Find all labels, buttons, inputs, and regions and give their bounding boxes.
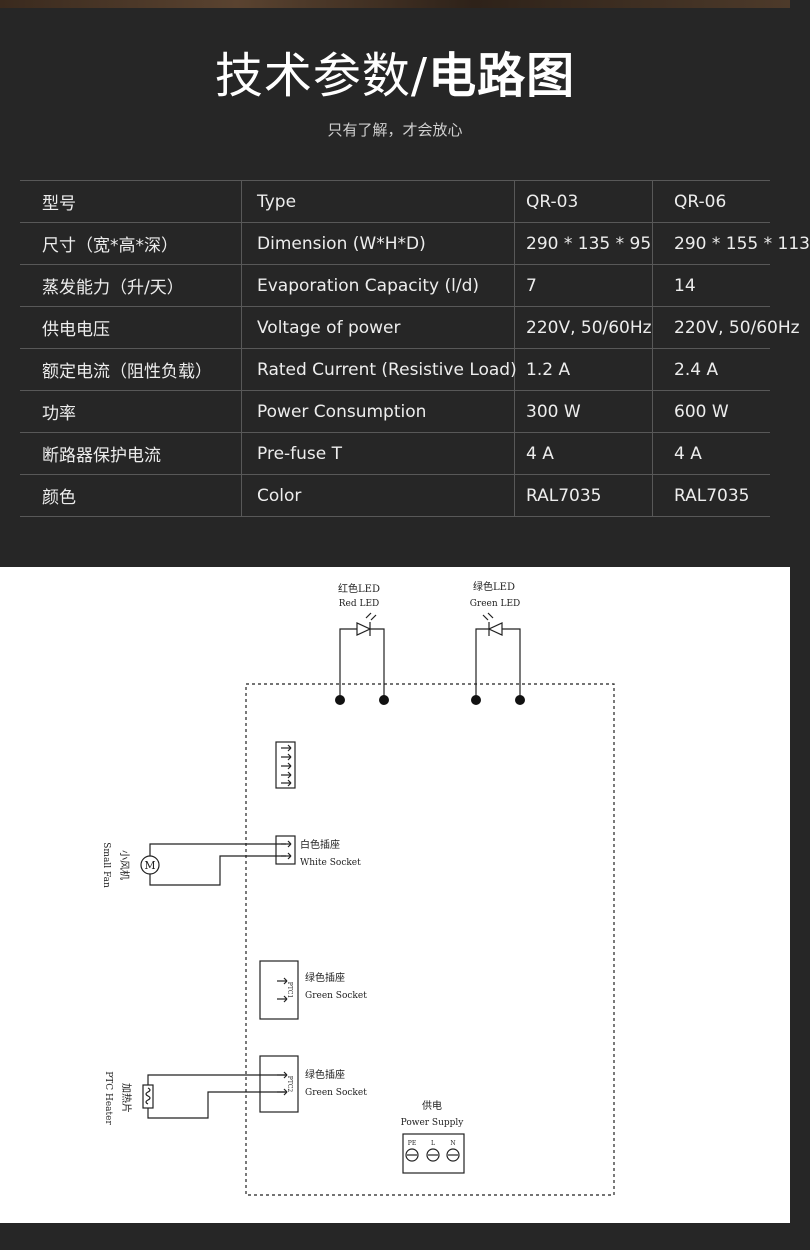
spec-value-qr03: QR-03 xyxy=(514,180,653,223)
power-terminal-block xyxy=(402,1133,465,1174)
white-socket-label-cn: 白色插座 xyxy=(300,838,340,851)
fan-wire-top xyxy=(149,843,286,856)
terminal-l-label: L xyxy=(431,1140,435,1147)
white-socket-label-en: White Socket xyxy=(300,858,361,868)
spec-label-en: Pre-fuse T xyxy=(241,432,515,475)
motor-symbol: M xyxy=(144,859,155,872)
green-led-label-en: Green LED xyxy=(470,599,521,609)
spec-label-en: Rated Current (Resistive Load) xyxy=(241,348,517,391)
spec-label-cn: 尺寸（宽*高*深） xyxy=(20,222,242,265)
green-led-diode-icon xyxy=(482,612,503,636)
top-connector xyxy=(275,741,296,789)
ptc2-label: PTC2 xyxy=(286,1076,293,1093)
green-socket-2-label-en: Green Socket xyxy=(305,1088,367,1098)
spec-label-cn: 断路器保护电流 xyxy=(20,432,242,475)
spec-value-qr06: 290 * 155 * 113 xyxy=(652,222,810,265)
spec-label-cn: 功率 xyxy=(20,390,242,433)
terminal-pe-label: PE xyxy=(408,1140,416,1147)
title-light: 技术参数/ xyxy=(214,48,429,104)
spec-value-qr06: 14 xyxy=(652,264,770,307)
spec-label-cn: 额定电流（阻性负载） xyxy=(20,348,242,391)
green-socket-2-box xyxy=(259,1055,299,1113)
spec-label-en: Voltage of power xyxy=(241,306,515,349)
heater-label-cn: 加热片 xyxy=(120,1083,133,1113)
ptc1-label: PTC1 xyxy=(286,982,293,998)
title-bold: 电路图 xyxy=(428,48,576,104)
small-fan-label-en: Small Fan xyxy=(101,842,111,888)
spec-label-en: Type xyxy=(241,180,515,223)
heater-coil-icon xyxy=(145,1087,151,1105)
bottom-band xyxy=(0,1223,790,1250)
spec-label-en: Power Consumption xyxy=(241,390,515,433)
spec-label-cn: 颜色 xyxy=(20,474,242,517)
green-socket-1-box xyxy=(259,960,299,1020)
red-led-label-cn: 红色LED xyxy=(338,582,380,595)
circuit-diagram: 红色LED Red LED 绿色LED Green LED 白色插座 White… xyxy=(0,567,790,1223)
red-led-label-en: Red LED xyxy=(339,599,380,609)
terminal-n-label: N xyxy=(450,1140,455,1147)
power-supply-label-cn: 供电 xyxy=(422,1099,442,1112)
spec-label-en: Color xyxy=(241,474,515,517)
spec-value-qr06: RAL7035 xyxy=(652,474,770,517)
table-row: 额定电流（阻性负载）Rated Current (Resistive Load)… xyxy=(20,348,770,391)
red-led-diode-icon xyxy=(356,612,377,636)
spec-label-cn: 供电电压 xyxy=(20,306,242,349)
green-socket-2-label-cn: 绿色插座 xyxy=(305,1068,345,1081)
spec-value-qr06: 4 A xyxy=(652,432,770,475)
page-title: 技术参数/电路图 xyxy=(0,44,790,108)
top-connector-pins xyxy=(281,744,292,787)
spec-value-qr03: 290 * 135 * 95 xyxy=(514,222,653,265)
fan-wire-bottom xyxy=(149,855,286,886)
heater-wire-top xyxy=(147,1074,285,1085)
power-supply-label-en: Power Supply xyxy=(401,1118,465,1128)
spec-value-qr03: 4 A xyxy=(514,432,653,475)
spec-value-qr03: 300 W xyxy=(514,390,653,433)
spec-label-en: Evaporation Capacity (l/d) xyxy=(241,264,515,307)
spec-value-qr03: 1.2 A xyxy=(514,348,653,391)
red-led-wire xyxy=(339,628,385,700)
green-socket-1-pins xyxy=(277,977,288,1003)
spec-value-qr03: RAL7035 xyxy=(514,474,653,517)
spec-label-cn: 型号 xyxy=(20,180,242,223)
green-led-wire xyxy=(475,628,521,700)
table-row: 尺寸（宽*高*深）Dimension (W*H*D)290 * 135 * 95… xyxy=(20,222,810,265)
spec-label-cn: 蒸发能力（升/天） xyxy=(20,264,242,307)
controller-board-outline xyxy=(245,683,615,1196)
spec-value-qr06: QR-06 xyxy=(652,180,770,223)
led-terminal-dots xyxy=(335,695,525,705)
spec-value-qr06: 600 W xyxy=(652,390,770,433)
spec-value-qr06: 2.4 A xyxy=(652,348,770,391)
page-subtitle: 只有了解，才会放心 xyxy=(327,121,463,139)
heater-label-en: PTC Heater xyxy=(103,1071,113,1125)
white-socket-box xyxy=(275,835,296,865)
small-fan-label-cn: 小风机 xyxy=(118,850,131,880)
spec-value-qr03: 7 xyxy=(514,264,653,307)
terminal-screw-icons xyxy=(405,1148,460,1162)
green-socket-1-label-en: Green Socket xyxy=(305,991,367,1001)
spec-value-qr03: 220V, 50/60Hz xyxy=(514,306,653,349)
spec-label-en: Dimension (W*H*D) xyxy=(241,222,515,265)
green-led-label-cn: 绿色LED xyxy=(473,580,515,593)
green-socket-1-label-cn: 绿色插座 xyxy=(305,971,345,984)
circuit-svg: 红色LED Red LED 绿色LED Green LED 白色插座 White… xyxy=(101,580,615,1196)
fan-motor-icon xyxy=(140,855,160,875)
wood-texture-strip xyxy=(0,0,790,8)
spec-value-qr06: 220V, 50/60Hz xyxy=(652,306,800,349)
heater-wire-bottom xyxy=(147,1091,285,1119)
